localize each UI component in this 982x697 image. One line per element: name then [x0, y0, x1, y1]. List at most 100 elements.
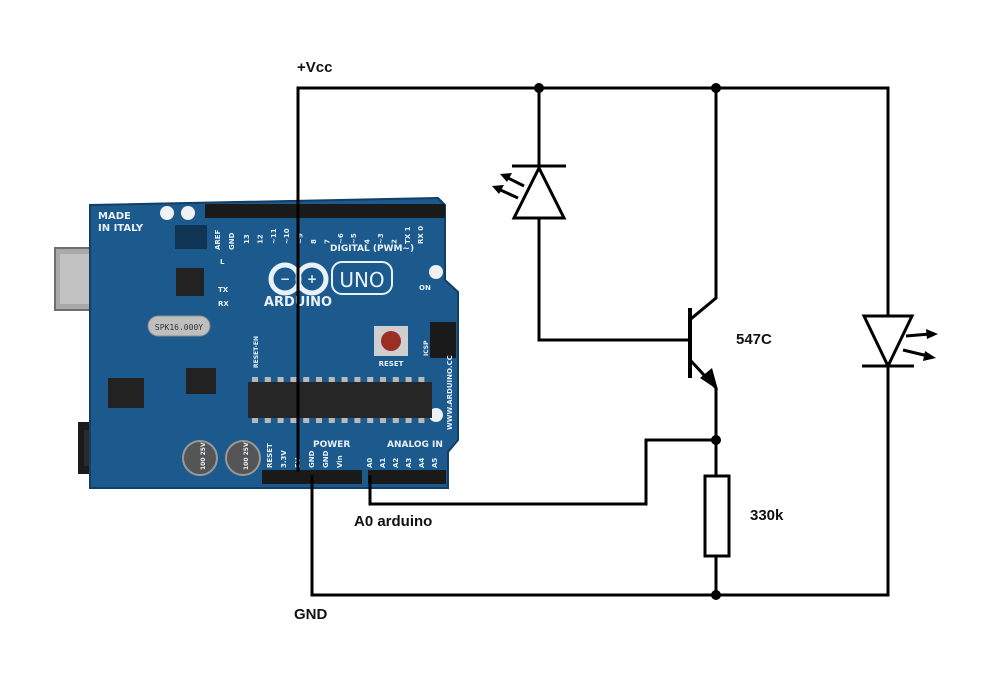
analog-pin-labels: A0 A1 A2 A3 A4 A5 — [366, 458, 439, 468]
led-triangle — [861, 314, 915, 370]
pin-label: 13 — [243, 234, 251, 244]
chip-pin — [392, 377, 399, 382]
chip-pin — [290, 377, 297, 382]
pin-label: A2 — [392, 458, 400, 468]
capacitor — [225, 440, 261, 476]
chip-pin — [392, 418, 399, 423]
vcc-label: +Vcc — [297, 59, 332, 76]
pin-label: GND — [308, 450, 316, 468]
chip-pin — [354, 418, 361, 423]
chip-pin — [354, 377, 361, 382]
pin-label: A0 — [366, 458, 374, 468]
uno-label: UNO — [339, 268, 384, 292]
chip-pin — [264, 377, 271, 382]
svg-text:−: − — [280, 272, 290, 286]
photodiode-arrow — [500, 173, 512, 182]
led — [861, 314, 938, 370]
pin-label: ~10 — [283, 228, 291, 244]
chip-pin — [367, 418, 374, 423]
resistor-label: 330k — [750, 507, 784, 524]
uno-badge — [331, 261, 393, 295]
junctions — [534, 83, 721, 600]
icsp-usb-pins — [175, 225, 207, 249]
pin-label: GND — [322, 450, 330, 468]
chip-pin — [328, 377, 335, 382]
chip-pin — [303, 418, 310, 423]
atmega-pins — [252, 377, 425, 423]
pin-label: TX 1 — [404, 226, 412, 244]
junction-dot — [711, 590, 721, 600]
chip-pin — [418, 418, 425, 423]
on-led-label: ON — [419, 284, 431, 292]
chip-pin — [252, 377, 258, 382]
aref-label: AREF — [214, 229, 222, 250]
transistor-label: 547C — [736, 331, 772, 348]
analog-label: ANALOG IN — [387, 440, 443, 450]
chip-pin — [380, 377, 386, 382]
made-in-label-1: MADE — [98, 211, 131, 222]
pin-label: ~6 — [337, 233, 345, 244]
chip-pin — [290, 418, 297, 423]
pin-label: A3 — [405, 458, 413, 468]
l-led-label: L — [220, 258, 225, 266]
collector-wire — [689, 86, 718, 321]
photodiode-arrow — [492, 185, 504, 194]
chip-pin — [277, 418, 284, 423]
svg-text:+: + — [307, 272, 317, 286]
digital-header — [205, 204, 445, 218]
capacitor — [182, 440, 218, 476]
led-arrow — [923, 351, 936, 361]
a0-wire — [368, 438, 718, 506]
photodiode — [492, 164, 567, 220]
mounting-hole — [429, 265, 443, 279]
chip-pin — [418, 377, 425, 382]
pin-label: RX 0 — [417, 226, 425, 244]
crystal — [147, 315, 211, 337]
npn-transistor — [688, 308, 718, 390]
gnd-wire — [310, 475, 890, 597]
junction-dot — [534, 83, 544, 93]
pin-label: A5 — [431, 458, 439, 468]
pin-label: A4 — [418, 458, 426, 468]
chip-pin — [405, 418, 412, 423]
pin-label: 2 — [390, 239, 398, 244]
gnd-pin-label: GND — [228, 232, 236, 250]
a0-label: A0 arduino — [354, 513, 432, 530]
pin-label: 8 — [310, 239, 318, 244]
arduino-uno-board: SPK16.000Y RESET − + ARDUINO UNO MADE IN… — [54, 196, 459, 489]
crystal-label: SPK16.000Y — [155, 323, 203, 332]
chip-pin — [367, 377, 374, 382]
pin-label: RESET — [266, 443, 274, 468]
capacitor-label: 100 25V — [200, 442, 207, 470]
rx-led-label: RX — [218, 300, 229, 308]
chip-pin — [328, 418, 335, 423]
voltage-regulator — [108, 378, 144, 408]
chip-pin — [277, 377, 284, 382]
mounting-hole — [429, 408, 443, 422]
gnd-label: GND — [294, 606, 328, 623]
resistor — [703, 474, 731, 558]
digital-label: DIGITAL (PWM~) — [330, 244, 414, 254]
reset-en-label: RESET-EN — [253, 336, 260, 368]
made-in-label-2: IN ITALY — [98, 223, 144, 234]
chip-pin — [316, 418, 322, 423]
reset-button — [381, 331, 401, 351]
analog-header — [368, 470, 446, 484]
usb-chip — [176, 268, 204, 296]
photodiode-to-base-wire — [537, 216, 692, 342]
chip-pin — [380, 418, 386, 423]
emitter-arrow — [700, 368, 718, 390]
pin-label: 7 — [323, 239, 331, 244]
chip-pin — [341, 418, 348, 423]
chip-pin — [405, 377, 412, 382]
capacitor-label: 100 25V — [243, 442, 250, 470]
atmega-chip — [248, 382, 432, 418]
led-arrow — [926, 329, 938, 339]
reset-label: RESET — [379, 360, 404, 368]
pin-label: 3.3V — [280, 450, 288, 468]
pin-label: 4 — [364, 239, 372, 244]
pin-label: A1 — [379, 458, 387, 468]
chip-pin — [316, 377, 322, 382]
chip-pin — [303, 377, 310, 382]
